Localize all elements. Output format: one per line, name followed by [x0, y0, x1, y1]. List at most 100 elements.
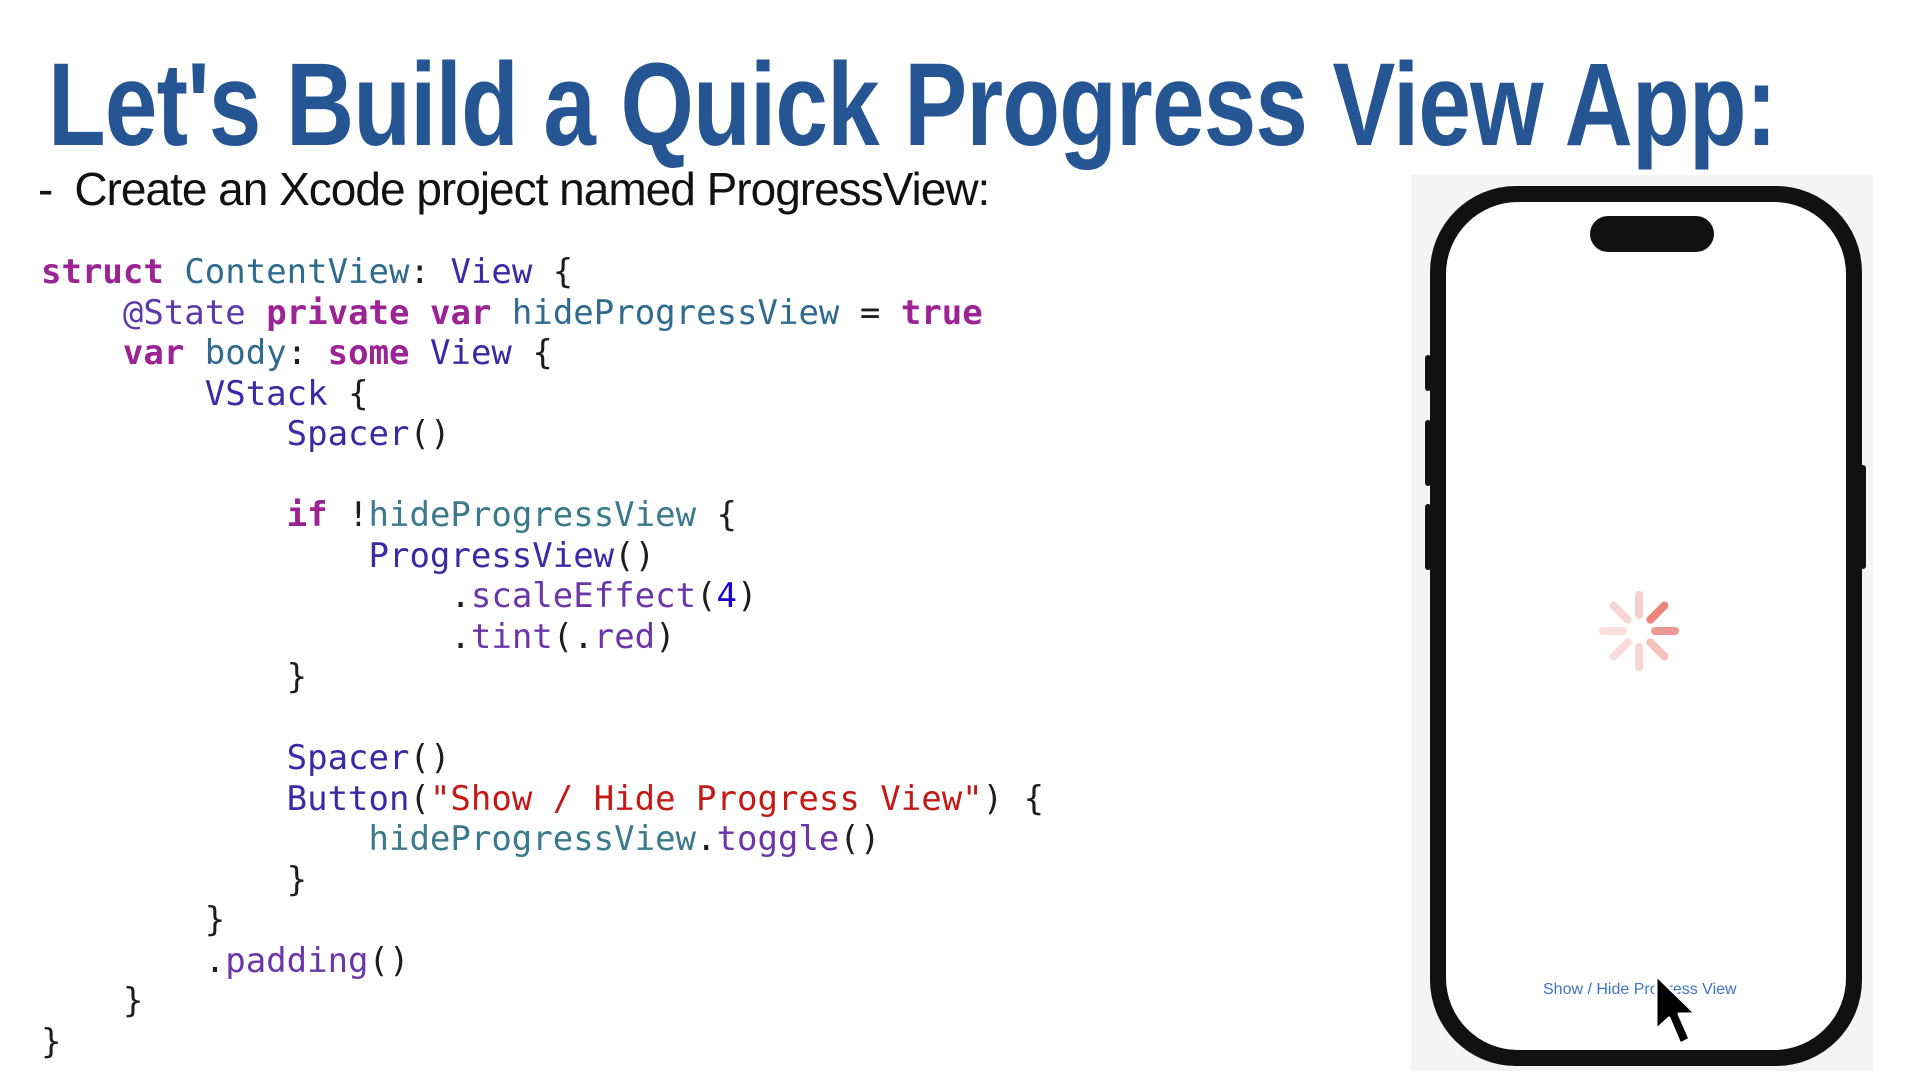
code-token: )	[737, 576, 758, 616]
action-button	[1425, 355, 1431, 391]
code-line: var body: some View {	[41, 333, 1044, 374]
code-token	[184, 333, 204, 373]
code-token: (	[409, 778, 430, 819]
code-token: }	[41, 1021, 62, 1062]
code-line: VStack {	[41, 374, 1044, 415]
code-token	[410, 293, 430, 333]
code-token	[41, 414, 287, 454]
code-token: "Show / Hide Progress View"	[429, 778, 983, 819]
code-line	[41, 698, 1044, 739]
code-line: .scaleEffect(4)	[41, 576, 1044, 617]
code-token	[41, 779, 287, 819]
code-line: }	[41, 981, 1044, 1022]
code-line: }	[41, 657, 1044, 698]
spinner-spoke	[1646, 601, 1669, 624]
code-token: }	[41, 981, 144, 1021]
code-token: (.	[552, 616, 594, 657]
code-token: }	[41, 657, 308, 697]
code-token: }	[41, 859, 308, 900]
power-button	[1860, 465, 1866, 569]
code-token	[41, 374, 205, 414]
code-token: red	[593, 616, 656, 657]
code-token: ) {	[982, 778, 1045, 819]
code-token: ProgressView	[368, 535, 615, 576]
bullet-point: -Create an Xcode project named ProgressV…	[38, 162, 990, 216]
code-token: if	[286, 495, 328, 535]
code-token: ()	[839, 819, 881, 859]
show-hide-progress-button[interactable]: Show / Hide Progress View	[1543, 981, 1737, 998]
code-line: @State private var hideProgressView = tr…	[41, 293, 1044, 334]
bullet-text: Create an Xcode project named ProgressVi…	[74, 163, 990, 215]
code-token: View	[430, 333, 512, 373]
code-line: }	[41, 860, 1044, 901]
mouse-pointer-icon	[1654, 973, 1698, 1046]
activity-spinner-icon	[1599, 591, 1679, 671]
code-line: if !hideProgressView {	[41, 495, 1044, 536]
iphone-screen	[1446, 202, 1846, 1050]
code-token: {	[532, 252, 574, 292]
code-token: var	[429, 292, 492, 333]
code-token: !	[327, 495, 369, 535]
code-token: .	[41, 940, 226, 981]
code-token: {	[327, 373, 369, 414]
code-token	[41, 819, 369, 859]
code-line: Spacer()	[41, 414, 1044, 455]
code-token: Spacer	[286, 414, 410, 454]
iphone-device	[1430, 186, 1862, 1066]
code-token: :	[409, 252, 451, 292]
code-token: body	[204, 333, 287, 373]
code-token: Spacer	[286, 738, 410, 778]
code-token	[41, 495, 287, 535]
code-token: .	[41, 576, 471, 616]
code-token	[41, 738, 287, 778]
code-token: Button	[286, 778, 410, 819]
code-token: :	[286, 333, 328, 373]
code-token	[410, 333, 430, 373]
code-line: .padding()	[41, 941, 1044, 982]
code-line: Spacer()	[41, 738, 1044, 779]
spinner-spoke	[1609, 601, 1632, 624]
code-token: View	[450, 252, 533, 292]
spinner-spoke	[1646, 638, 1669, 661]
code-token: =	[839, 292, 901, 333]
code-token: tint	[470, 616, 553, 657]
code-token	[246, 293, 266, 333]
code-token: .	[696, 819, 717, 859]
volume-up-button	[1425, 420, 1431, 486]
code-token: (	[696, 576, 717, 616]
code-token: {	[696, 495, 738, 535]
code-token: scaleEffect	[470, 576, 697, 616]
code-token: 4	[716, 576, 738, 616]
code-token: VStack	[204, 373, 328, 414]
code-token: ()	[409, 414, 451, 454]
code-token: }	[41, 900, 226, 940]
spinner-spoke	[1609, 638, 1632, 661]
code-token: hideProgressView	[511, 292, 840, 333]
code-token: ()	[409, 738, 451, 778]
slide-title: Let's Build a Quick Progress View App:	[48, 39, 1777, 171]
code-line: ProgressView()	[41, 536, 1044, 577]
code-token: .	[41, 616, 471, 657]
code-token: ContentView	[184, 252, 410, 292]
code-token: var	[122, 333, 185, 373]
code-token: true	[900, 292, 983, 333]
code-line: }	[41, 900, 1044, 941]
code-token: padding	[225, 940, 369, 981]
code-token: {	[511, 333, 553, 373]
code-token	[164, 252, 184, 292]
code-token	[491, 293, 511, 333]
code-token: hideProgressView	[368, 819, 697, 859]
dynamic-island	[1590, 216, 1714, 252]
bullet-dash: -	[38, 163, 53, 215]
code-token: ()	[614, 535, 656, 576]
code-token: )	[655, 616, 676, 657]
code-line: }	[41, 1022, 1044, 1063]
code-token	[41, 333, 123, 373]
code-token: struct	[41, 252, 164, 292]
code-token: private	[266, 292, 410, 333]
code-token: ()	[368, 940, 410, 981]
code-line: struct ContentView: View {	[41, 252, 1044, 293]
code-line: hideProgressView.toggle()	[41, 819, 1044, 860]
code-line: .tint(.red)	[41, 617, 1044, 658]
code-line: Button("Show / Hide Progress View") {	[41, 779, 1044, 820]
